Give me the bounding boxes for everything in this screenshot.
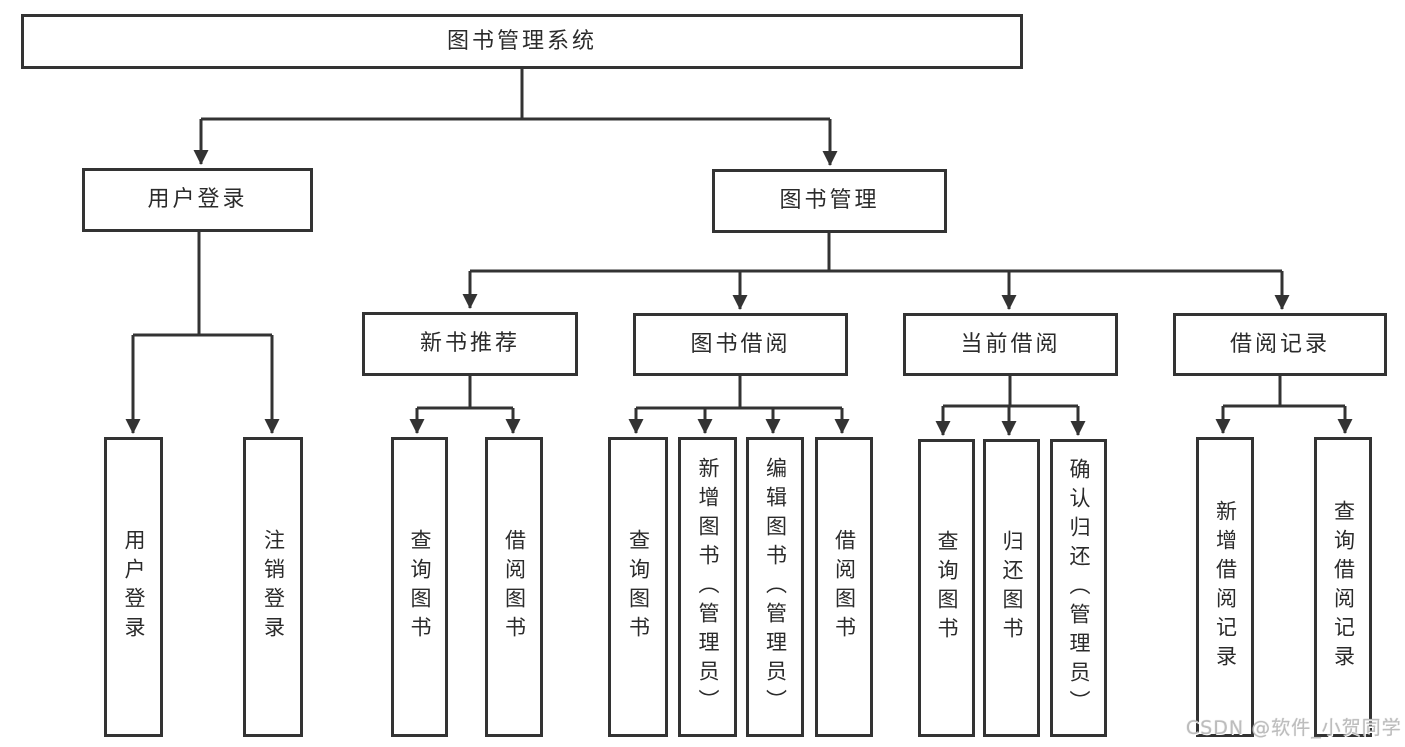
leaf-current-return-book: 归还图书	[983, 439, 1040, 737]
node-new-book-recommend: 新书推荐	[362, 312, 578, 376]
node-current-borrow-label: 当前借阅	[960, 331, 1061, 357]
leaf-label: 编辑图书（管理员）	[763, 456, 788, 718]
node-root-label: 图书管理系统	[446, 28, 597, 54]
leaf-recommend-borrow-book: 借阅图书	[485, 437, 543, 737]
leaf-label: 查询图书	[626, 529, 651, 645]
leaf-borrow-add-book-admin: 新增图书（管理员）	[678, 437, 737, 737]
leaf-label: 查询借阅记录	[1331, 500, 1356, 674]
leaf-label: 新增图书（管理员）	[696, 456, 720, 718]
node-borrow-record-label: 借阅记录	[1229, 331, 1330, 357]
leaf-borrow-edit-book-admin: 编辑图书（管理员）	[746, 437, 804, 737]
node-user-login-label: 用户登录	[147, 187, 248, 212]
leaf-record-add-borrow-record: 新增借阅记录	[1196, 437, 1254, 737]
leaf-login-user-login: 用户登录	[104, 437, 163, 737]
node-book-borrow: 图书借阅	[633, 313, 848, 376]
leaf-label: 新增借阅记录	[1213, 500, 1238, 674]
leaf-label: 借阅图书	[832, 529, 857, 645]
node-current-borrow: 当前借阅	[903, 313, 1118, 376]
csdn-watermark: CSDN @软件_小贺同学	[1186, 717, 1402, 739]
leaf-current-query-book: 查询图书	[918, 439, 975, 737]
node-borrow-record: 借阅记录	[1173, 313, 1387, 376]
node-book-borrow-label: 图书借阅	[690, 331, 791, 357]
leaf-borrow-borrow-book: 借阅图书	[815, 437, 873, 737]
leaf-label: 借阅图书	[502, 529, 527, 645]
leaf-label: 确认归还（管理员）	[1067, 457, 1091, 719]
node-book-management: 图书管理	[712, 169, 947, 233]
node-book-management-label: 图书管理	[779, 188, 880, 213]
node-user-login: 用户登录	[82, 168, 313, 232]
leaf-label: 查询图书	[935, 530, 959, 646]
node-new-book-recommend-label: 新书推荐	[419, 331, 520, 356]
leaf-borrow-query-book: 查询图书	[608, 437, 668, 737]
node-root: 图书管理系统	[21, 14, 1023, 69]
leaf-label: 查询图书	[408, 529, 432, 645]
leaf-login-logout: 注销登录	[243, 437, 303, 737]
leaf-recommend-query-book: 查询图书	[391, 437, 448, 737]
leaf-current-confirm-return-admin: 确认归还（管理员）	[1050, 439, 1107, 737]
leaf-record-query-borrow-record: 查询借阅记录	[1314, 437, 1372, 737]
leaf-label: 用户登录	[122, 529, 146, 645]
leaf-label: 注销登录	[261, 529, 286, 645]
leaf-label: 归还图书	[1000, 530, 1024, 646]
